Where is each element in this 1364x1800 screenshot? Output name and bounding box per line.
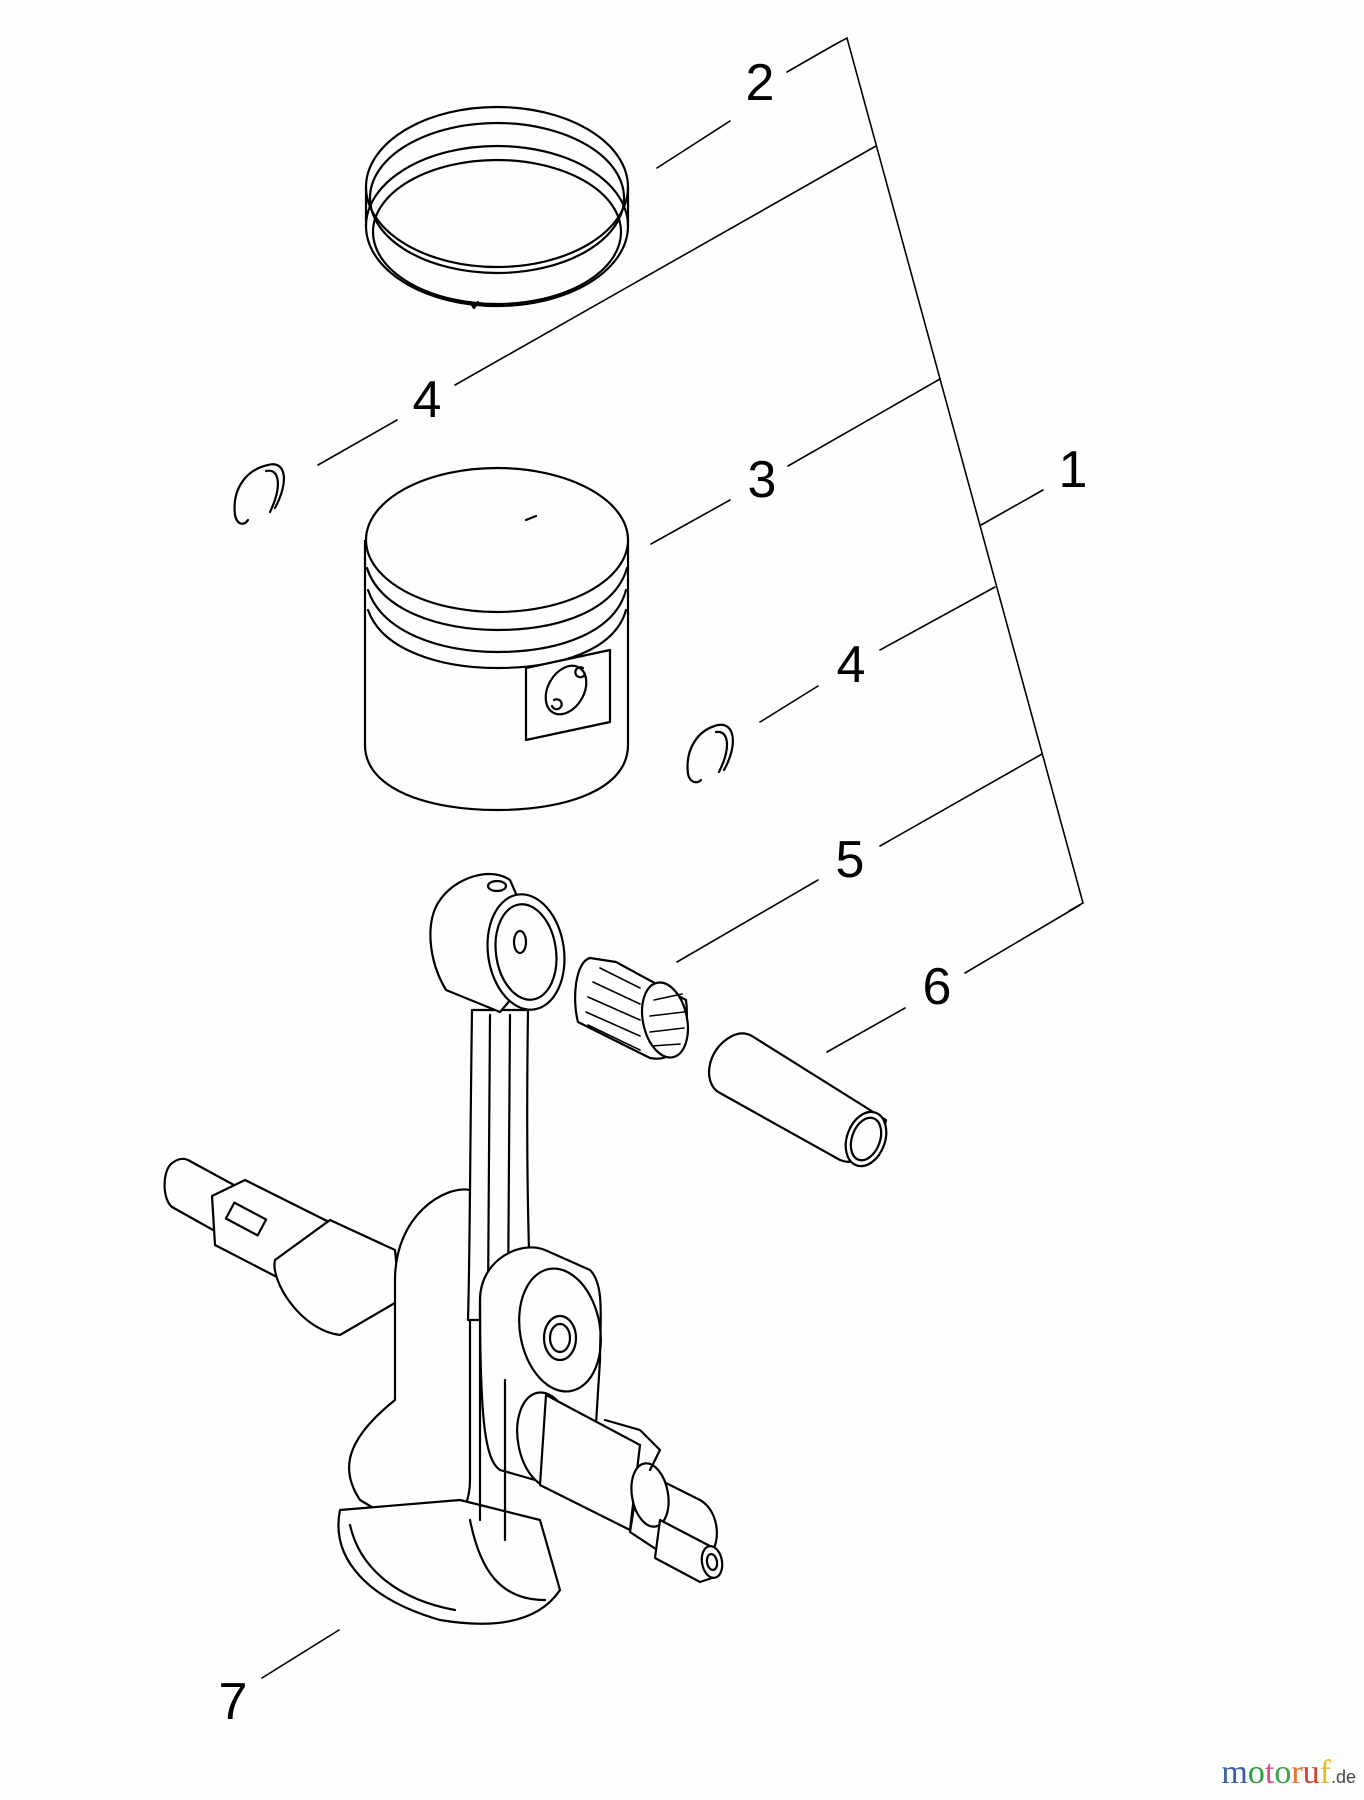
- needle-bearing-icon: [574, 956, 690, 1060]
- circlip-lower-icon: [686, 723, 734, 784]
- piston-pin-icon: [708, 1032, 888, 1168]
- watermark-letter: r: [1291, 1754, 1303, 1791]
- watermark-letter: o: [1247, 1754, 1265, 1791]
- callout-2: 2: [745, 54, 775, 112]
- watermark-letter: t: [1264, 1754, 1275, 1791]
- watermark-tld: .de: [1330, 1767, 1356, 1787]
- callout-7-leader: [261, 1629, 340, 1679]
- callout-3: 3: [747, 451, 777, 509]
- callout-4-upper: 4: [412, 371, 442, 429]
- callout-5: 5: [835, 831, 865, 889]
- watermark-letter: f: [1319, 1754, 1331, 1791]
- watermark-letter: u: [1302, 1754, 1320, 1791]
- watermark-letter: o: [1274, 1754, 1292, 1791]
- motoruf-watermark-logo: motoruf.de: [1221, 1756, 1356, 1790]
- piston-ring-icon: [364, 105, 630, 310]
- crankshaft-icon: [163, 872, 724, 1625]
- callout-7: 7: [218, 1673, 248, 1731]
- assembly-bracket: [317, 36, 1084, 1053]
- circlip-upper-icon: [233, 463, 285, 525]
- callout-1: 1: [1058, 441, 1088, 499]
- watermark-letter: m: [1221, 1754, 1248, 1791]
- callout-6: 6: [922, 958, 952, 1016]
- callout-4-lower: 4: [836, 636, 866, 694]
- piston-icon: [363, 466, 630, 812]
